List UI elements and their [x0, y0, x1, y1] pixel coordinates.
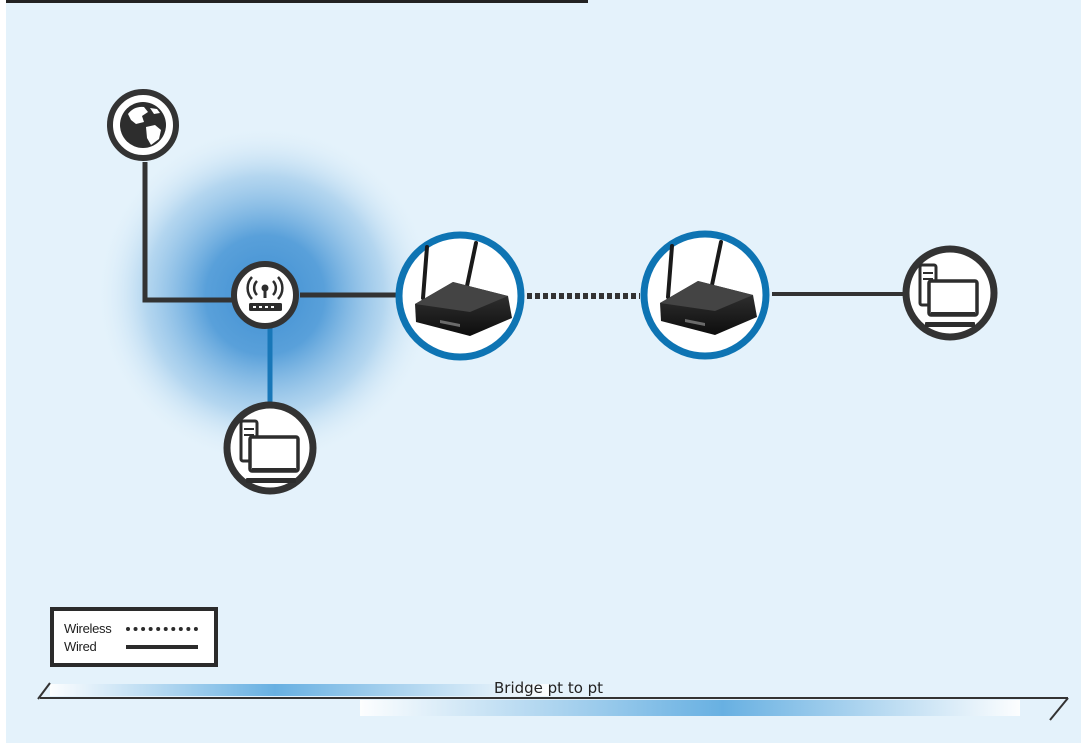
- legend-wired-label: Wired: [64, 639, 97, 654]
- legend-wireless-label: Wireless: [64, 621, 112, 636]
- desktop-computer-icon: [902, 245, 998, 341]
- legend: Wireless Wired: [50, 607, 218, 667]
- banner-label: Bridge pt to pt: [494, 679, 604, 697]
- wifi-router-icon: [231, 261, 299, 329]
- wireless-access-point-icon: [395, 231, 525, 361]
- banner-graphic: [37, 682, 1069, 721]
- legend-wireless-swatch: [126, 626, 198, 631]
- legend-wired-swatch: [126, 644, 198, 649]
- legend-row-wired: Wired: [64, 639, 198, 654]
- wireless-access-point-icon: [640, 230, 770, 360]
- legend-row-wireless: Wireless: [64, 621, 198, 636]
- top-rule: [6, 0, 588, 3]
- link-internet-router: [142, 162, 240, 303]
- desktop-computer-icon: [223, 401, 317, 495]
- globe-icon: [107, 89, 179, 161]
